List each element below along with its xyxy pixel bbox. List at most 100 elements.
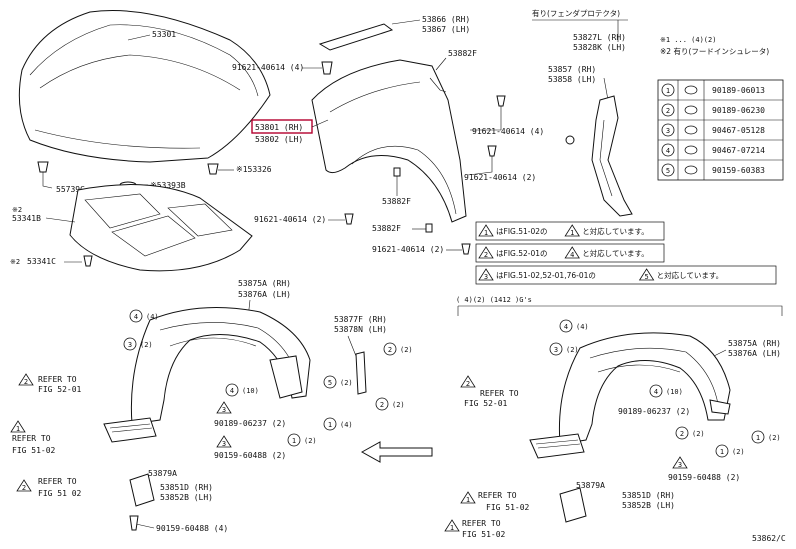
- warning-text: はFIG.52-01の: [496, 249, 548, 258]
- right-side-lh: 53852B (LH): [622, 501, 675, 510]
- left-ref-3a: REFER TO: [38, 477, 77, 486]
- left-callout-2-number: 2: [388, 346, 392, 354]
- right-callout-3-number: 3: [554, 346, 558, 354]
- fender-bolt-b-label: 91621-40614 (4): [472, 127, 544, 136]
- right-callout-1: 1: [715, 444, 729, 458]
- fender-pad-b-label: 53882F: [382, 197, 411, 206]
- right-callout-qty: (2): [566, 346, 579, 354]
- right-ref-mark-2-number: 1: [466, 496, 470, 504]
- right-side-rh: 53851D (RH): [622, 491, 675, 500]
- fender-pad-c: [425, 223, 433, 233]
- fender-bolt-d: [344, 213, 354, 225]
- right-liner-side: [559, 487, 587, 523]
- table-row-5-callout-number: 5: [666, 167, 670, 175]
- left-callout-qty: (2): [304, 437, 317, 445]
- left-callout-4: 4: [129, 309, 143, 323]
- fender-clip: [207, 163, 219, 175]
- fastener-icon: [684, 145, 698, 155]
- right-ref-2b: FIG 51-02: [486, 503, 530, 512]
- left-bolt-mark-1: 3: [216, 401, 232, 414]
- fender-bolt-e: [461, 243, 471, 255]
- right-liner-lower-cover: [529, 433, 585, 459]
- left-ref-mark-1-number: 2: [24, 378, 28, 386]
- variant-note: ( 4)(2) (1412 )G's: [456, 296, 532, 304]
- fastener-icon: [684, 165, 698, 175]
- left-shield-bracket: [355, 351, 367, 395]
- left-bolt-mark-2: 3: [216, 435, 232, 448]
- left-callout-1: 1: [287, 433, 301, 447]
- warning-text-2: と対応しています。: [582, 226, 649, 236]
- right-fender-liner: [558, 332, 731, 445]
- table-row-5-callout: 5: [661, 163, 675, 177]
- table-row-3-callout-number: 3: [666, 127, 670, 135]
- right-liner-rh: 53875A (RH): [728, 339, 781, 348]
- hood-part-label: 53301: [152, 30, 176, 39]
- left-callout-1-number: 1: [328, 421, 332, 429]
- left-shield-lh: 53878N (LH): [334, 325, 387, 334]
- warning-text-2: と対応しています。: [657, 270, 724, 280]
- right-callout-qty: (2): [768, 434, 781, 442]
- right-bolt-mark-1: 3: [672, 456, 688, 469]
- left-callout-3-number: 3: [128, 341, 132, 349]
- table-row-part: 90467-07214: [712, 146, 765, 155]
- fender-bolt-d-label: 91621-40614 (2): [254, 215, 326, 224]
- right-callout-qty: (2): [692, 430, 705, 438]
- protector-seal-rh: 53857 (RH): [548, 65, 596, 74]
- right-ref-mark-3: 1: [444, 519, 460, 532]
- right-ref-mark-3-number: 1: [450, 524, 454, 532]
- left-cover-label: 53879A: [148, 469, 177, 478]
- insulator-note-mark: ※2: [12, 206, 22, 214]
- table-row-part: 90159-60383: [712, 166, 765, 175]
- direction-arrow: [360, 441, 433, 463]
- left-ref-1b: FIG 52-01: [38, 385, 82, 394]
- table-row-part: 90467-05128: [712, 126, 765, 135]
- warning-mark-2-number: 5: [644, 273, 648, 281]
- fastener-table: [657, 79, 784, 181]
- left-callout-qty: (2): [392, 401, 405, 409]
- protector-rh-label: 53827L (RH): [573, 33, 626, 42]
- right-callout-4: 4: [649, 384, 663, 398]
- right-callout-4-number: 4: [654, 388, 658, 396]
- fender-seal-lh: 53867 (LH): [422, 25, 470, 34]
- warning-mark-2: 5: [638, 268, 655, 281]
- right-ref-3a: REFER TO: [462, 519, 501, 528]
- hood-grommet: [37, 161, 53, 189]
- table-row-4-callout-number: 4: [666, 147, 670, 155]
- clip-label: 53341C: [27, 257, 56, 266]
- left-ref-2a: REFER TO: [12, 434, 51, 443]
- left-liner-shield: [269, 355, 303, 399]
- right-liner-tab: [709, 399, 731, 415]
- right-callout-4-number: 4: [564, 323, 568, 331]
- left-liner-side: [129, 473, 155, 507]
- left-bolt-mark-1-number: 3: [222, 406, 226, 414]
- right-bolt-1-label: 90189-06237 (2): [618, 407, 690, 416]
- right-callout-1-number: 1: [756, 434, 760, 442]
- left-callout-1-number: 1: [292, 437, 296, 445]
- front-fender: [311, 59, 467, 223]
- left-callout-qty: (2): [340, 379, 353, 387]
- left-ref-mark-2: 1: [10, 420, 26, 433]
- hood-grommet-label: 55739G: [56, 185, 85, 194]
- table-row-part: 90189-06230: [712, 106, 765, 115]
- fastener-icon: [684, 85, 698, 95]
- hood-insulator: [69, 184, 253, 272]
- hood-panel: [18, 10, 271, 163]
- fender-bolt-a: [321, 61, 333, 75]
- left-liner-rh: 53875A (RH): [238, 279, 291, 288]
- warning-text: はFIG.51-02,52-01,76-01の: [496, 271, 596, 280]
- left-bolt-3: [129, 515, 139, 531]
- right-callout-qty: (2): [732, 448, 745, 456]
- left-callout-qty: (4): [340, 421, 353, 429]
- right-callout-qty: (10): [666, 388, 683, 396]
- fender-bolt-e-label: 91621-40614 (2): [372, 245, 444, 254]
- right-ref-1a: REFER TO: [480, 389, 519, 398]
- table-row-2-callout-number: 2: [666, 107, 670, 115]
- left-callout-qty: (2): [140, 341, 153, 349]
- warning-mark-number: 3: [484, 273, 488, 281]
- left-bolt-3-label: 90159-60488 (4): [156, 524, 228, 533]
- warning-box: [475, 265, 777, 285]
- left-callout-qty: (4): [146, 313, 159, 321]
- fender-pad-c-label: 53882F: [372, 224, 401, 233]
- right-ref-mark-1: 2: [460, 375, 476, 388]
- table-row-1-callout: 1: [661, 83, 675, 97]
